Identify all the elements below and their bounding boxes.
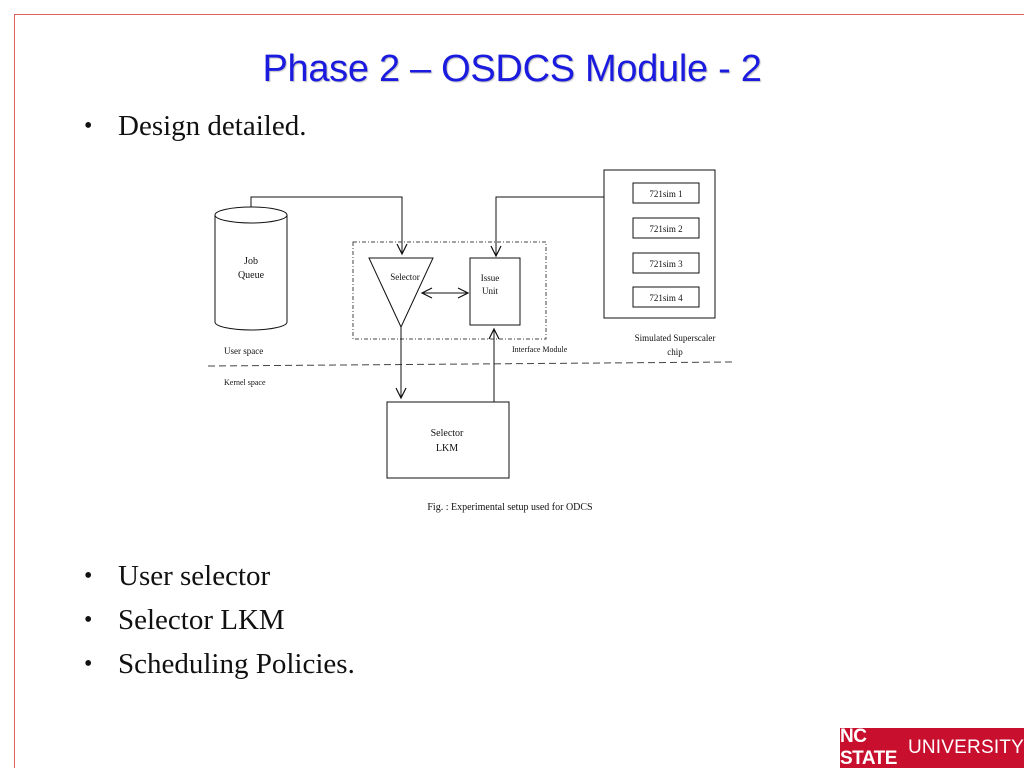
sim3-label: 721sim 3	[649, 259, 683, 269]
lkm-label-line1: Selector	[431, 428, 464, 439]
logo-university: UNIVERSITY	[907, 737, 1024, 758]
bullet-dot: •	[84, 651, 93, 677]
job-queue-label-line1: Job	[244, 256, 258, 267]
bullet-dot: •	[84, 113, 93, 139]
figure-caption: Fig. : Experimental setup used for ODCS	[427, 502, 592, 513]
chip-label-line2: chip	[667, 347, 683, 357]
bullet-design-detailed: • Design detailed.	[84, 110, 306, 143]
bullet-text: Scheduling Policies.	[118, 648, 355, 680]
bullet-user-selector: • User selector	[84, 560, 270, 593]
issue-unit-label-line1: Issue	[481, 273, 500, 283]
sim4-label: 721sim 4	[649, 293, 683, 303]
bullet-text: Design detailed.	[118, 110, 307, 142]
sim2-box	[632, 217, 700, 239]
kernel-space-label: Kernel space	[224, 378, 266, 387]
lkm-label-line2: LKM	[436, 443, 458, 454]
bullet-text: User selector	[118, 560, 271, 592]
interface-module-label: Interface Module	[512, 345, 568, 354]
interface-module-box	[352, 241, 547, 340]
selector-triangle	[368, 257, 434, 329]
sim4-box	[632, 286, 700, 308]
logo-nc-state: NC STATE	[840, 726, 897, 769]
chip-label-line1: Simulated Superscaler	[635, 333, 716, 343]
sim3-box	[632, 252, 700, 274]
frame-top-line	[14, 14, 1024, 15]
frame-left-line	[14, 14, 15, 768]
job-queue-cylinder	[214, 206, 288, 331]
bullet-dot: •	[84, 563, 93, 589]
sim1-box	[632, 182, 700, 204]
sim1-label: 721sim 1	[649, 189, 682, 199]
queue-to-selector-arrow	[250, 196, 408, 256]
slide-title: Phase 2 – OSDCS Module - 2	[262, 48, 762, 90]
bullet-selector-lkm: • Selector LKM	[84, 604, 285, 637]
issue-unit-label-line2: Unit	[482, 286, 499, 296]
job-queue-label-line2: Queue	[238, 270, 265, 281]
bullet-text: Selector LKM	[118, 604, 285, 636]
user-space-label: User space	[224, 346, 263, 356]
selector-lkm-box	[386, 401, 510, 479]
bullet-dot: •	[84, 607, 93, 633]
sim2-label: 721sim 2	[649, 224, 682, 234]
issue-unit-box	[469, 257, 521, 326]
selector-label: Selector	[390, 272, 420, 282]
user-kernel-boundary	[207, 361, 734, 367]
bullet-scheduling-policies: • Scheduling Policies.	[84, 648, 355, 681]
issue-unit-to-sim-arrow	[490, 191, 619, 258]
nc-state-logo: NC STATE UNIVERSITY	[840, 726, 1024, 769]
